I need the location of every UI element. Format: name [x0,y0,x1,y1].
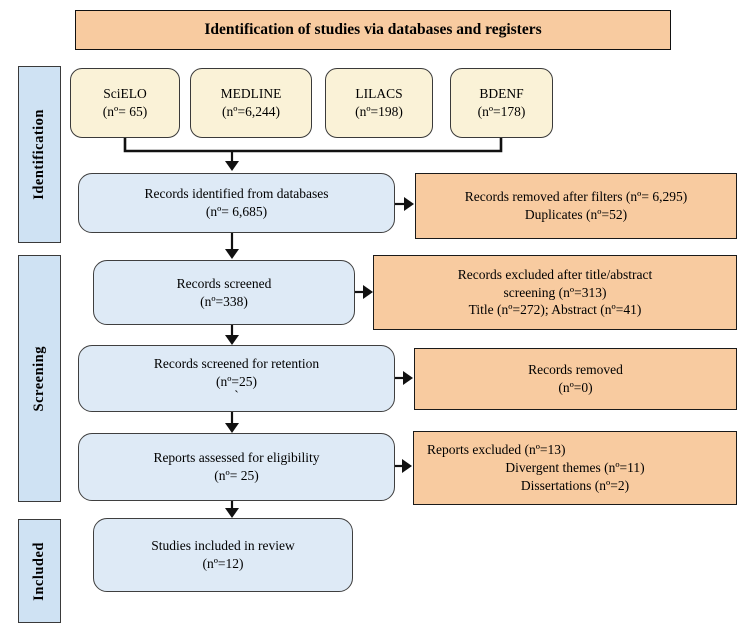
database-count: (nº=178) [477,104,526,119]
flow-box-line: Reports assessed for eligibility [153,450,320,466]
diagram-title-banner: Identification of studies via databases … [75,10,671,50]
side-box-records-excluded-screening: Records excluded after title/abstract sc… [373,255,737,330]
side-box-line: Title (nº=272); Abstract (nº=41) [468,302,642,318]
database-name: BDENF [479,86,524,102]
arrowhead-down-included [225,508,239,518]
flow-box-records-screened-retention: Records screened for retention (nº=25) ` [78,345,395,412]
database-box-scielo: SciELO (nº= 65) [70,68,180,138]
database-name: SciELO [103,86,147,102]
side-box-line: Divergent themes (nº=11) [505,460,645,476]
diagram-title: Identification of studies via databases … [204,20,542,38]
flow-box-line: Studies included in review [151,538,295,554]
arrowhead-right-filters [404,197,414,211]
flow-box-line: Records screened [176,275,272,291]
flow-box-line: (nº= 6,685) [205,204,268,219]
flow-box-records-identified: Records identified from databases (nº= 6… [78,173,395,233]
flow-box-line: Records identified from databases [144,186,329,202]
database-box-lilacs: LILACS (nº=198) [325,68,433,138]
flow-box-line: (nº= 25) [214,468,259,483]
flow-box-studies-included: Studies included in review (nº=12) [93,518,353,592]
arrowhead-down-identified [225,161,239,171]
database-box-bdenf: BDENF (nº=178) [450,68,553,138]
stage-included: Included [18,519,61,623]
stage-included-label: Included [30,541,47,601]
side-box-line: Records removed after filters (nº= 6,295… [464,189,688,205]
side-box-line: Dissertations (nº=2) [520,477,630,493]
arrowhead-right-excluded [363,285,373,299]
database-name: MEDLINE [220,86,282,102]
database-count: (nº=198) [355,104,403,119]
side-box-line: Records removed [528,362,623,378]
flow-box-line: (nº=12) [202,556,244,571]
flow-box-line: Records screened for retention [153,356,320,372]
database-count: (nº= 65) [102,104,148,119]
flow-box-records-screened: Records screened (nº=338) [93,260,355,325]
flow-box-line: ` [234,387,239,403]
side-box-line: screening (nº=313) [503,284,607,300]
database-box-medline: MEDLINE (nº=6,244) [190,68,312,138]
database-name: LILACS [355,86,403,102]
stage-screening-label: Screening [30,345,47,412]
side-box-line: Duplicates (nº=52) [524,207,628,222]
side-box-line: Reports excluded (nº=13) [427,442,566,458]
flow-box-line: (nº=25) [215,374,258,389]
arrowhead-down-screened [225,249,239,259]
flow-box-reports-assessed: Reports assessed for eligibility (nº= 25… [78,433,395,501]
arrowhead-down-eligibility [225,423,239,433]
database-count: (nº=6,244) [222,104,280,119]
side-box-line: Records excluded after title/abstract [457,266,653,282]
flow-box-line: (nº=338) [200,293,248,309]
arrowhead-right-reports-excluded [402,459,412,473]
arrowhead-right-removed [403,371,413,385]
side-box-line: (nº=0) [558,380,593,395]
database-merge-line [123,138,503,153]
arrowhead-down-retention [225,335,239,345]
side-box-reports-excluded: Reports excluded (nº=13) Divergent theme… [413,431,737,505]
stage-identification-label: Identification [30,109,47,200]
stage-identification: Identification [18,66,61,243]
side-box-records-removed-filters: Records removed after filters (nº= 6,295… [415,173,737,239]
side-box-records-removed: Records removed (nº=0) [414,348,737,410]
stage-screening: Screening [18,255,61,502]
